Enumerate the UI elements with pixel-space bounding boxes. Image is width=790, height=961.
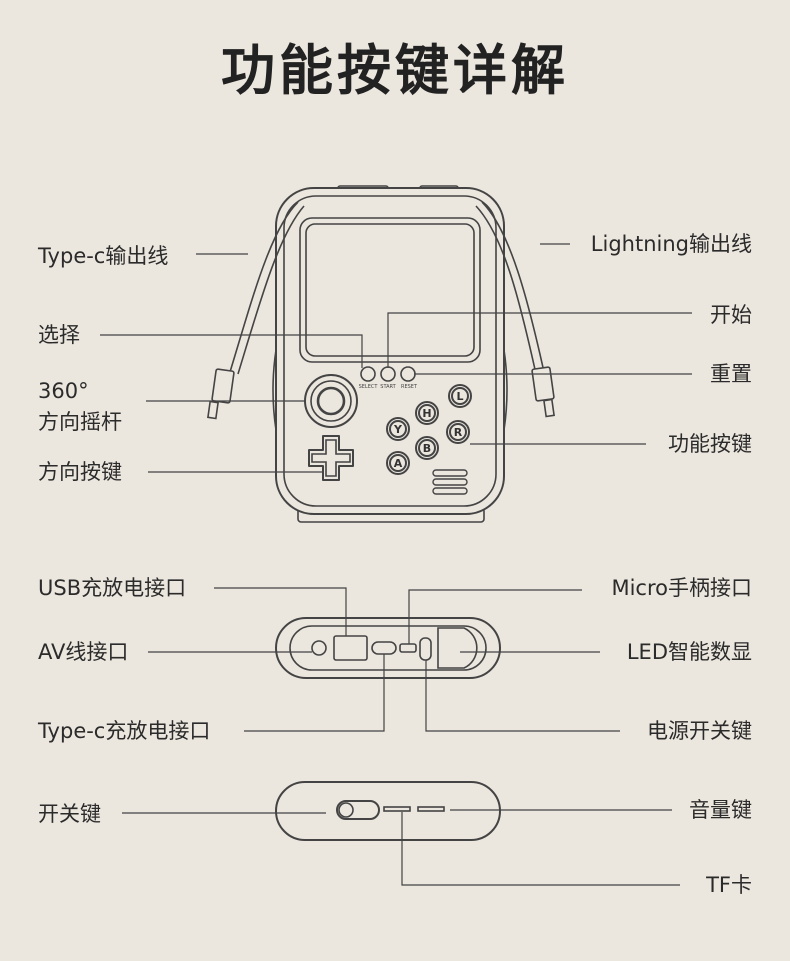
button-l-text: L xyxy=(456,390,463,403)
callout-lines-ports xyxy=(148,587,620,732)
power-button[interactable] xyxy=(419,637,432,661)
label-start: 开始 xyxy=(710,303,752,327)
label-on-off: 开关键 xyxy=(38,802,101,826)
start-text: START xyxy=(380,384,396,390)
button-r[interactable] xyxy=(446,420,470,444)
usb-port[interactable] xyxy=(333,635,368,661)
select-text: SELECT xyxy=(359,384,379,390)
label-volume: 音量键 xyxy=(689,798,752,822)
label-typec-port: Type-c充放电接口 xyxy=(38,719,211,743)
select-button[interactable] xyxy=(360,366,376,382)
label-av-port: AV线接口 xyxy=(38,640,129,664)
button-l[interactable] xyxy=(448,384,472,408)
function-buttons xyxy=(386,384,472,475)
callout-lines-top xyxy=(100,243,692,473)
button-h[interactable] xyxy=(415,401,439,425)
side-panel xyxy=(275,781,501,841)
label-led-display: LED智能数显 xyxy=(626,640,752,664)
label-lightning-cable: Lightning输出线 xyxy=(590,232,752,256)
label-dpad: 方向按键 xyxy=(38,460,122,484)
reset-text: RESET xyxy=(401,384,418,390)
button-h-text: H xyxy=(422,407,431,420)
dpad[interactable] xyxy=(308,435,354,481)
button-y-text: Y xyxy=(393,423,403,436)
tf-card-slot[interactable] xyxy=(383,806,411,812)
label-micro-port: Micro手柄接口 xyxy=(611,576,752,600)
port-panel xyxy=(275,617,501,679)
label-joystick: 方向摇杆 xyxy=(38,410,122,434)
speaker-grille xyxy=(432,469,468,495)
button-a-text: A xyxy=(394,457,403,470)
typec-port[interactable] xyxy=(371,641,397,655)
button-y[interactable] xyxy=(386,417,410,441)
button-r-text: R xyxy=(454,426,463,439)
label-joystick-degree: 360° xyxy=(38,379,89,403)
page-title: 功能按键详解 xyxy=(221,39,569,102)
label-typec-cable: Type-c输出线 xyxy=(38,244,169,268)
label-usb-port: USB充放电接口 xyxy=(38,576,187,600)
button-b-text: B xyxy=(423,442,431,455)
on-off-switch[interactable] xyxy=(336,800,380,820)
micro-port[interactable] xyxy=(399,643,417,653)
led-display xyxy=(437,627,478,669)
label-select: 选择 xyxy=(38,323,80,347)
callout-lines-side xyxy=(122,809,680,886)
button-a[interactable] xyxy=(386,451,410,475)
screen xyxy=(299,217,481,363)
label-power-switch: 电源开关键 xyxy=(647,719,752,743)
label-function-keys: 功能按键 xyxy=(668,432,752,456)
volume-button[interactable] xyxy=(417,806,445,812)
label-tf-card: TF卡 xyxy=(706,873,752,897)
label-reset: 重置 xyxy=(710,362,752,386)
av-port[interactable] xyxy=(311,640,327,656)
typec-cable xyxy=(207,201,305,420)
lightning-cable xyxy=(475,201,555,418)
button-b[interactable] xyxy=(415,436,439,460)
